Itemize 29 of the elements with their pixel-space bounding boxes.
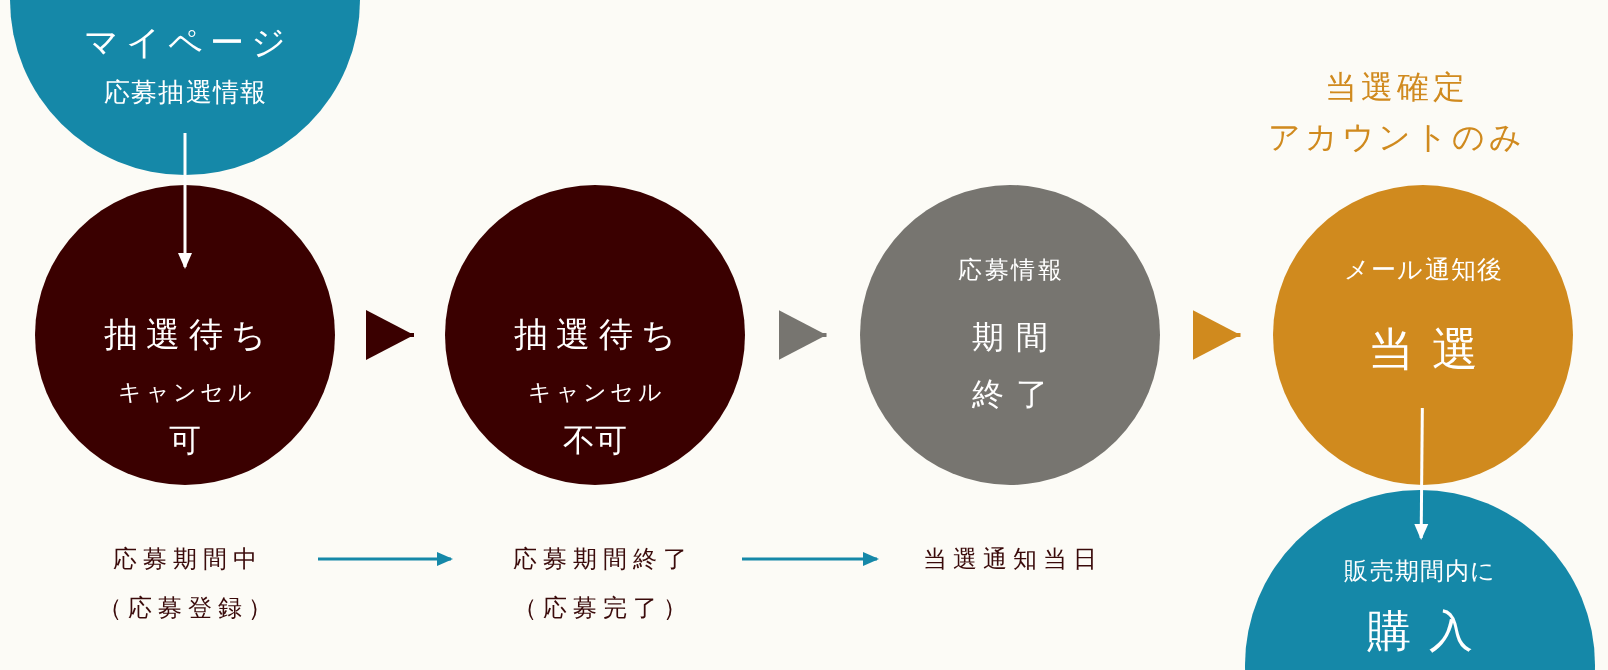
condition-note: アカウントのみ <box>1266 120 1526 156</box>
arrow <box>178 133 192 269</box>
circle-text: 抽選待ち <box>102 316 275 354</box>
circle-text: 不可 <box>563 423 627 459</box>
circle-text: 販売期間内に <box>1343 557 1497 585</box>
stage-label: 応募期間終了 <box>512 545 693 573</box>
circle-text: 当選 <box>1366 323 1497 375</box>
stage-label: 応募期間中 <box>112 545 263 573</box>
circle-text: 期間 <box>970 320 1062 356</box>
stage-label: 当選通知当日 <box>922 545 1103 573</box>
arrow <box>1414 408 1429 540</box>
condition-note: 当選確定 <box>1324 70 1469 106</box>
circle-text: 抽選待ち <box>512 316 685 354</box>
circle-text: 応募抽選情報 <box>102 77 268 107</box>
arrow <box>742 552 879 566</box>
circle-text: 可 <box>169 423 201 459</box>
circle-text: 購入 <box>1366 606 1491 656</box>
circle-text: 応募情報 <box>957 256 1064 284</box>
circle-text: マイページ <box>83 24 293 62</box>
triangle-arrow <box>1192 310 1241 360</box>
circle-text: キャンセル <box>527 380 666 406</box>
triangle-arrow <box>778 310 827 360</box>
stage-label: （応募登録） <box>97 594 278 622</box>
triangle-arrow <box>366 310 414 360</box>
circle-text: キャンセル <box>117 380 256 406</box>
arrow <box>318 552 453 566</box>
stage-label: （応募完了） <box>512 594 693 622</box>
circle-text: メール通知後 <box>1342 256 1504 284</box>
circle-text: 終了 <box>970 377 1062 413</box>
